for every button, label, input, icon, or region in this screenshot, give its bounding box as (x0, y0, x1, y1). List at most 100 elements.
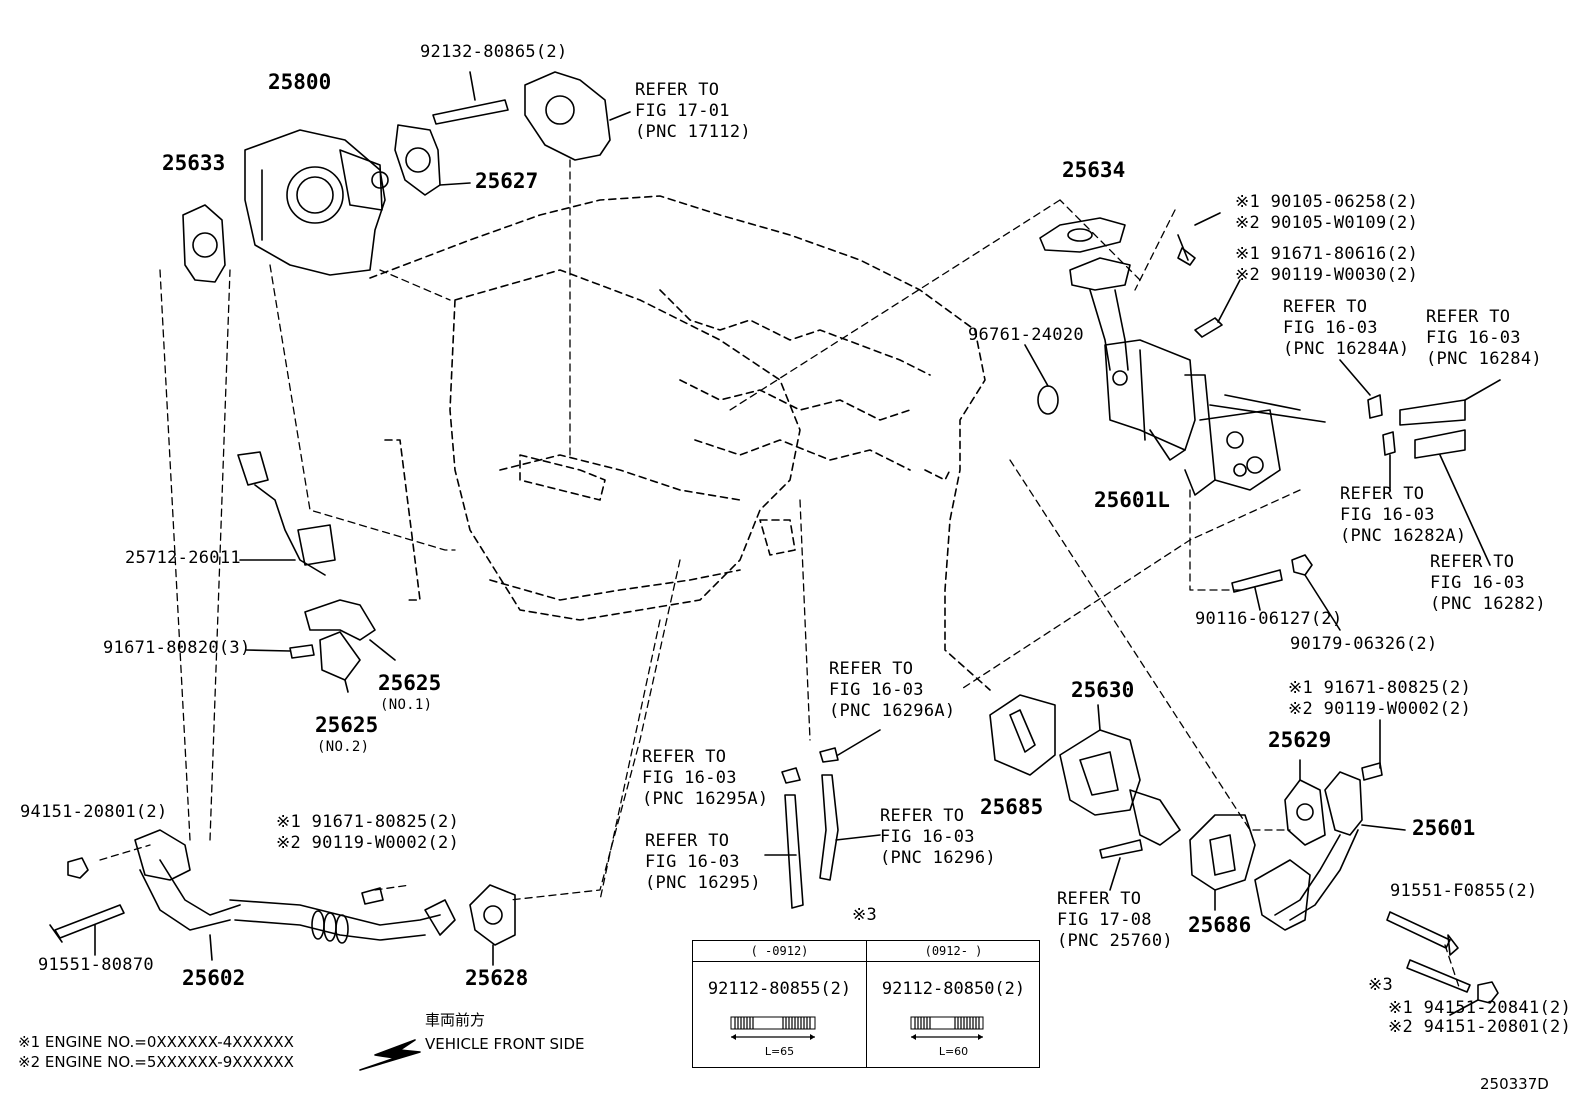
label-x3-right: ※3 (1368, 975, 1394, 995)
label-25634: 25634 (1062, 158, 1126, 182)
nut-94151-left (67, 857, 89, 879)
table-col-right: (0912- ) 92112-80850(2) L=60 (866, 941, 1040, 1067)
nut-90179 (1291, 554, 1341, 631)
label-91671-825-right-variants: ※1 91671-80825(2)※2 90119-W0002(2) (1288, 678, 1472, 719)
front-label-jp: 車両前方 (425, 1011, 486, 1029)
label-91671-820: 91671-80820(3) (103, 638, 251, 658)
gasket-25627 (394, 124, 471, 196)
label-94151-left: 94151-20801(2) (20, 802, 168, 822)
label-25625-no2: 25625 (315, 713, 379, 737)
o-ring-96761 (1037, 385, 1059, 415)
stud-92132 (432, 71, 509, 125)
label-25627: 25627 (475, 169, 539, 193)
label-25628: 25628 (465, 966, 529, 990)
gasket-25629 (1284, 759, 1326, 846)
bolt-91671-825-left (361, 887, 384, 905)
label-no2: (NO.2) (317, 739, 370, 755)
table-header-left: ( -0912) (693, 941, 866, 962)
label-25800: 25800 (268, 70, 332, 94)
engine-note-1: ※1 ENGINE NO.=0XXXXXX-4XXXXXX (18, 1033, 294, 1051)
clip-16282A (1382, 431, 1396, 489)
bolt-91551-80870 (49, 904, 125, 956)
leader-lines (99, 159, 1461, 991)
vsv-25712 (237, 451, 336, 576)
gasket-25634 (1039, 217, 1126, 253)
label-25630: 25630 (1071, 678, 1135, 702)
label-25625-no1: 25625 (378, 671, 442, 695)
label-90179: 90179-06326(2) (1290, 634, 1438, 654)
label-25601L: 25601L (1094, 488, 1170, 512)
table-len-right: L=60 (938, 1045, 969, 1058)
label-96761: 96761-24020 (968, 325, 1084, 345)
hose-25760 (1099, 839, 1143, 891)
bracket-25625-no2 (319, 631, 361, 693)
bolt-90105 (1177, 212, 1221, 266)
hose-16295 (764, 794, 804, 909)
figure-id: 250337D (1480, 1075, 1549, 1093)
hose-16284 (1399, 379, 1501, 426)
throttle-body-25800 (244, 129, 389, 276)
gasket-25686 (1189, 814, 1256, 911)
hose-16282 (1414, 429, 1491, 566)
label-25601: 25601 (1412, 816, 1476, 840)
egr-pipe-upper (1069, 257, 1131, 371)
label-25629: 25629 (1268, 728, 1332, 752)
nut-94151-right (1449, 981, 1499, 1016)
egr-valve-25630 (1059, 704, 1181, 846)
label-90116: 90116-06127(2) (1195, 609, 1343, 629)
bolt-91671-616 (1194, 279, 1241, 338)
label-90105-variants: ※1 90105-06258(2)※2 90105-W0109(2) (1235, 192, 1419, 233)
table-len-left: L=65 (764, 1045, 795, 1058)
engine-note-2: ※2 ENGINE NO.=5XXXXXX-9XXXXXX (18, 1053, 294, 1071)
label-91551-80870: 91551-80870 (38, 955, 154, 975)
label-91671-616-variants: ※1 91671-80616(2)※2 90119-W0030(2) (1235, 244, 1419, 285)
table-col-left: ( -0912) 92112-80855(2) L=65 (693, 941, 866, 1067)
stud-x3 (1406, 959, 1471, 993)
front-arrow-icon (359, 1039, 421, 1071)
hose-16296 (819, 774, 881, 881)
table-part-left: 92112-80855(2) (707, 979, 852, 999)
stud-variant-table: ( -0912) 92112-80855(2) L=65 (0912- ) 92… (692, 940, 1040, 1068)
label-94151-x2: ※2 94151-20801(2) (1388, 1017, 1572, 1037)
bracket-25625-no1 (304, 599, 396, 661)
clip-16284A (1339, 359, 1383, 419)
label-25602: 25602 (182, 966, 246, 990)
stud-left-icon (730, 1016, 816, 1040)
pipe-25602 (134, 829, 456, 961)
bolt-91551-F0855 (1386, 911, 1459, 956)
label-94151-x1: ※1 94151-20841(2) (1388, 998, 1572, 1018)
table-part-right: 92112-80850(2) (881, 979, 1026, 999)
label-92132: 92132-80865(2) (420, 42, 568, 62)
gasket-25633 (182, 204, 226, 283)
label-25712: 25712-26011 (125, 548, 241, 568)
label-91671-825-left-variants: ※1 91671-80825(2)※2 90119-W0002(2) (276, 812, 460, 853)
stud-90116 (1231, 569, 1283, 611)
label-91551-F0855: 91551-F0855(2) (1390, 881, 1538, 901)
label-no1: (NO.1) (380, 697, 433, 713)
label-25633: 25633 (162, 151, 226, 175)
clip-16295A (781, 767, 801, 784)
label-25685: 25685 (980, 795, 1044, 819)
engine-block-outline (369, 195, 991, 691)
pipe-25601 (1254, 771, 1406, 931)
stud-right-icon (910, 1016, 984, 1040)
bolt-91671-820 (245, 644, 315, 659)
table-mark-x3: ※3 (852, 905, 878, 925)
egr-cooler-25601L (1104, 339, 1326, 496)
label-25686: 25686 (1188, 913, 1252, 937)
gasket-25628 (469, 884, 516, 966)
clip-16296A (819, 729, 881, 763)
bolt-91671-825-right (1361, 719, 1383, 781)
gasket-25685 (989, 694, 1056, 776)
